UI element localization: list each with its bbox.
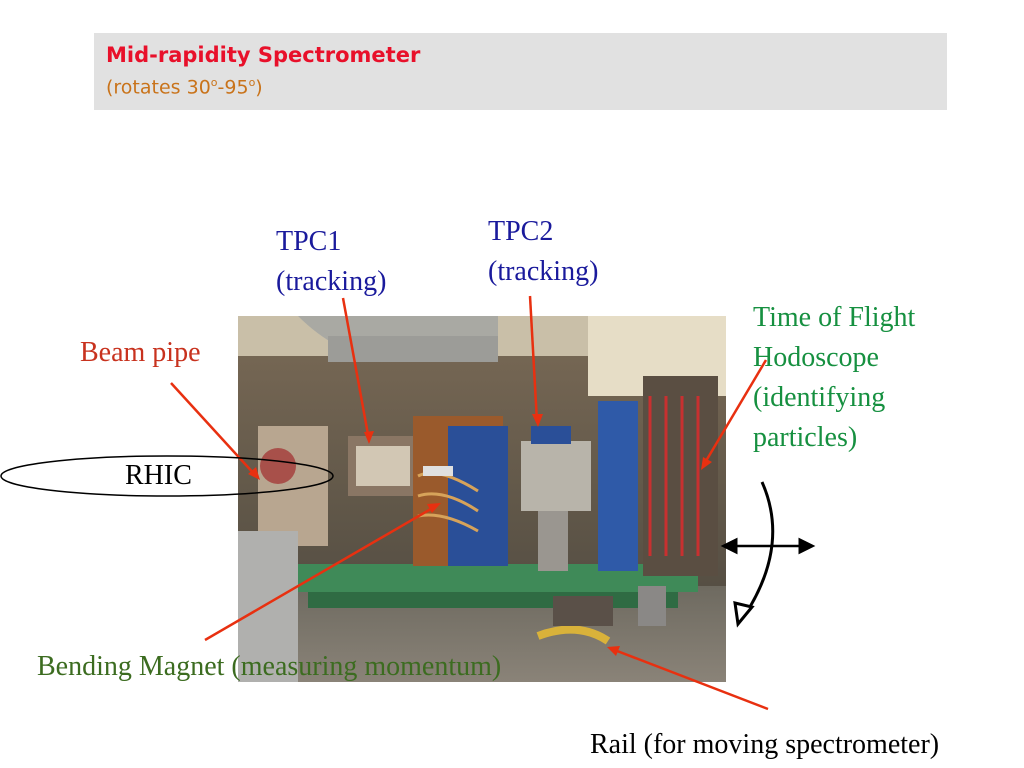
bending-magnet-label: Bending Magnet (measuring momentum) xyxy=(37,651,502,682)
rotation-icon xyxy=(720,481,816,628)
title-box: Mid-rapidity Spectrometer (rotates 30o-9… xyxy=(94,33,947,110)
spectrometer-photo xyxy=(238,316,726,682)
tof-label: Time of Flight Hodoscope (identifying pa… xyxy=(753,302,916,453)
slide-subtitle: (rotates 30o-95o) xyxy=(106,76,263,99)
beam-pipe-label: Beam pipe xyxy=(80,337,201,368)
tpc2-label: TPC2 (tracking) xyxy=(488,216,599,287)
rhic-label: RHIC xyxy=(125,460,192,491)
rail-label: Rail (for moving spectrometer) xyxy=(590,729,940,760)
tpc1-label: TPC1 (tracking) xyxy=(276,226,387,297)
slide-title: Mid-rapidity Spectrometer xyxy=(106,43,421,67)
